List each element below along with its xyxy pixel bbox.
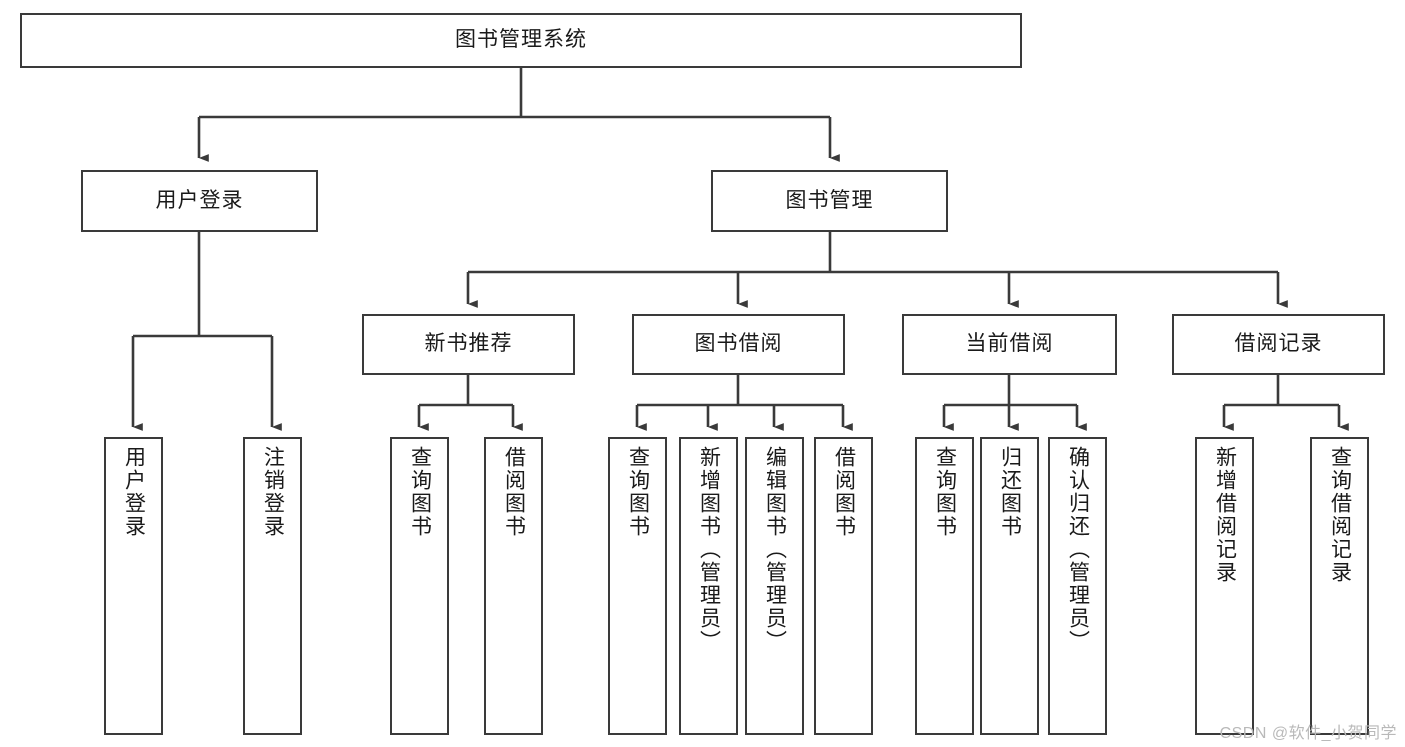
node-label: 新增图书（管理员） bbox=[697, 446, 721, 653]
node-label: 查询图书 bbox=[626, 446, 650, 538]
node-label: 新书推荐 bbox=[424, 332, 513, 356]
leaf-borrow-book-recommend[interactable]: 借阅图书 bbox=[484, 437, 543, 735]
node-label: 注销登录 bbox=[261, 446, 285, 538]
node-label: 借阅记录 bbox=[1234, 332, 1323, 356]
node-label: 确认归还（管理员） bbox=[1066, 446, 1090, 653]
leaf-query-book-borrow[interactable]: 查询图书 bbox=[608, 437, 667, 735]
node-new-book-recommend[interactable]: 新书推荐 bbox=[362, 314, 575, 375]
node-label: 查询借阅记录 bbox=[1328, 446, 1352, 584]
node-label: 新增借阅记录 bbox=[1213, 446, 1237, 584]
node-label: 借阅图书 bbox=[832, 446, 856, 538]
node-label: 归还图书 bbox=[998, 446, 1022, 538]
leaf-return-book[interactable]: 归还图书 bbox=[980, 437, 1039, 735]
leaf-add-borrow-record[interactable]: 新增借阅记录 bbox=[1195, 437, 1254, 735]
leaf-logout-login[interactable]: 注销登录 bbox=[243, 437, 302, 735]
node-root-system[interactable]: 图书管理系统 bbox=[20, 13, 1022, 68]
node-label: 当前借阅 bbox=[965, 332, 1054, 356]
node-label: 用户登录 bbox=[122, 446, 146, 538]
node-label: 图书管理系统 bbox=[455, 28, 587, 52]
leaf-user-login[interactable]: 用户登录 bbox=[104, 437, 163, 735]
leaf-confirm-return-admin[interactable]: 确认归还（管理员） bbox=[1048, 437, 1107, 735]
leaf-borrow-book[interactable]: 借阅图书 bbox=[814, 437, 873, 735]
csdn-watermark: CSDN @软件_小贺同学 bbox=[1219, 725, 1397, 742]
node-label: 查询图书 bbox=[933, 446, 957, 538]
node-label: 图书管理 bbox=[785, 188, 874, 212]
leaf-query-book-recommend[interactable]: 查询图书 bbox=[390, 437, 449, 735]
leaf-query-book-current[interactable]: 查询图书 bbox=[915, 437, 974, 735]
node-label: 借阅图书 bbox=[502, 446, 526, 538]
node-current-borrow[interactable]: 当前借阅 bbox=[902, 314, 1117, 375]
node-book-borrow[interactable]: 图书借阅 bbox=[632, 314, 845, 375]
node-borrow-record[interactable]: 借阅记录 bbox=[1172, 314, 1385, 375]
leaf-add-book-admin[interactable]: 新增图书（管理员） bbox=[679, 437, 738, 735]
node-label: 图书借阅 bbox=[694, 332, 783, 356]
node-label: 编辑图书（管理员） bbox=[763, 446, 787, 653]
node-user-login[interactable]: 用户登录 bbox=[81, 170, 318, 232]
node-label: 用户登录 bbox=[155, 188, 244, 212]
leaf-query-borrow-record[interactable]: 查询借阅记录 bbox=[1310, 437, 1369, 735]
leaf-edit-book-admin[interactable]: 编辑图书（管理员） bbox=[745, 437, 804, 735]
node-label: 查询图书 bbox=[408, 446, 432, 538]
node-book-management[interactable]: 图书管理 bbox=[711, 170, 948, 232]
